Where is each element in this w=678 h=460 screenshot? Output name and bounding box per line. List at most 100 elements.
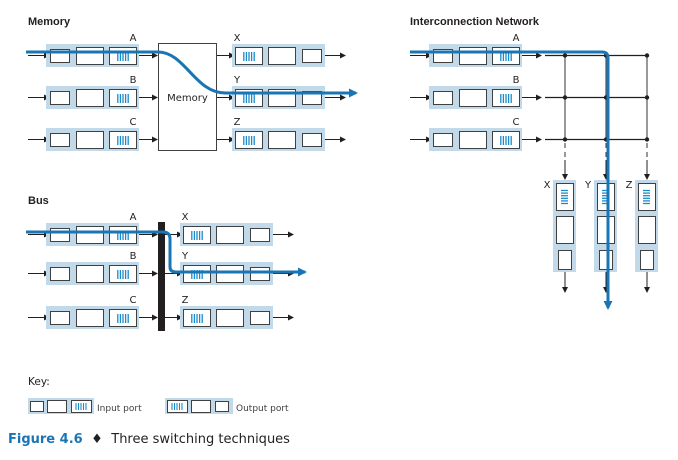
crosspoint-node [644,95,650,100]
buffer-queue [597,183,615,211]
key-input-port-label: Input port [97,404,142,414]
data-link-box [216,226,244,244]
line-termination-box [558,250,572,270]
data-link-box [216,265,244,283]
port-label: A [130,212,137,223]
line-termination-box [50,133,70,147]
input-port-b: B [46,251,139,285]
figure-number: Figure 4.6 [8,432,83,447]
buffer-queue [556,183,574,211]
buffer-queue [109,131,137,149]
output-port-z: Z [232,117,325,151]
buffer-queue [492,47,520,65]
interconnection-panel: A B C X Y Z [410,33,658,310]
port-label: B [513,75,520,86]
port-label: Z [182,295,189,306]
output-port-z: Z [180,295,273,329]
caption-separator: ♦ [91,432,103,447]
line-termination-box [50,311,70,325]
port-label: X [182,212,189,223]
data-link-box [459,89,487,107]
line-termination-box [599,250,613,270]
line-termination-box [30,401,44,412]
data-link-box [76,131,104,149]
input-port-a: A [46,33,139,67]
data-link-box [76,89,104,107]
data-link-box [268,131,296,149]
line-termination-box [250,228,270,242]
input-port-b: B [429,75,522,109]
port-label: Y [584,180,592,191]
key-output-port-label: Output port [236,404,289,414]
port-label: Y [181,251,189,262]
data-link-box [556,216,574,244]
key-input-port [28,398,94,414]
memory-switch-box [158,43,217,151]
buffer-queue [492,131,520,149]
port-label: A [513,33,520,44]
data-link-box [216,309,244,327]
crosspoint-node [562,137,568,142]
port-label: B [130,75,137,86]
port-label: A [130,33,137,44]
crosspoint-node [644,53,650,58]
packet-path-bus [26,230,307,277]
data-link-box [191,400,211,413]
key-legend [28,398,233,414]
line-termination-box [250,311,270,325]
line-termination-box [50,228,70,242]
port-label: B [130,251,137,262]
port-label: C [130,117,137,128]
input-port-c: C [46,117,139,151]
buffer-queue [638,183,656,211]
key-title: Key: [28,376,50,388]
port-label: C [513,117,520,128]
line-termination-box [640,250,654,270]
input-port-a: A [46,212,139,246]
data-link-box [76,226,104,244]
output-port-z: Z [626,180,658,272]
buffer-queue [109,265,137,283]
line-termination-box [50,267,70,281]
buffer-box [556,183,574,211]
line-termination-box [250,267,270,281]
line-termination-box [433,91,453,105]
bus-bar [158,222,165,331]
input-port-a: A [429,33,522,67]
data-link-box [268,47,296,65]
port-label: X [544,180,551,191]
data-link-box [76,47,104,65]
output-port-x: X [544,180,576,272]
line-termination-box [50,91,70,105]
buffer-queue [183,226,211,244]
buffer-box [638,183,656,211]
input-port-b: B [46,75,139,109]
data-link-box [459,47,487,65]
port-label: X [234,33,241,44]
data-link-box [597,216,615,244]
data-link-box [459,131,487,149]
buffer-queue [109,47,137,65]
buffer-queue [109,89,137,107]
port-label: C [130,295,137,306]
line-termination-box [433,133,453,147]
line-termination-box [302,49,322,63]
buffer-queue [492,89,520,107]
bus-panel-title: Bus [28,195,49,207]
input-port-c: C [429,117,522,151]
output-port-x: X [232,33,325,67]
crosspoint-node [562,95,568,100]
data-link-box [76,309,104,327]
port-label: Y [233,75,241,86]
packet-path-interconnection [410,50,613,310]
buffer-box [597,183,615,211]
buffer-queue [167,400,188,413]
output-port-x: X [180,212,273,246]
line-termination-box [215,401,229,412]
data-link-box [47,400,67,413]
data-link-box [76,265,104,283]
output-port-y: Y [180,251,273,285]
key-output-port [165,398,233,414]
data-link-box [638,216,656,244]
